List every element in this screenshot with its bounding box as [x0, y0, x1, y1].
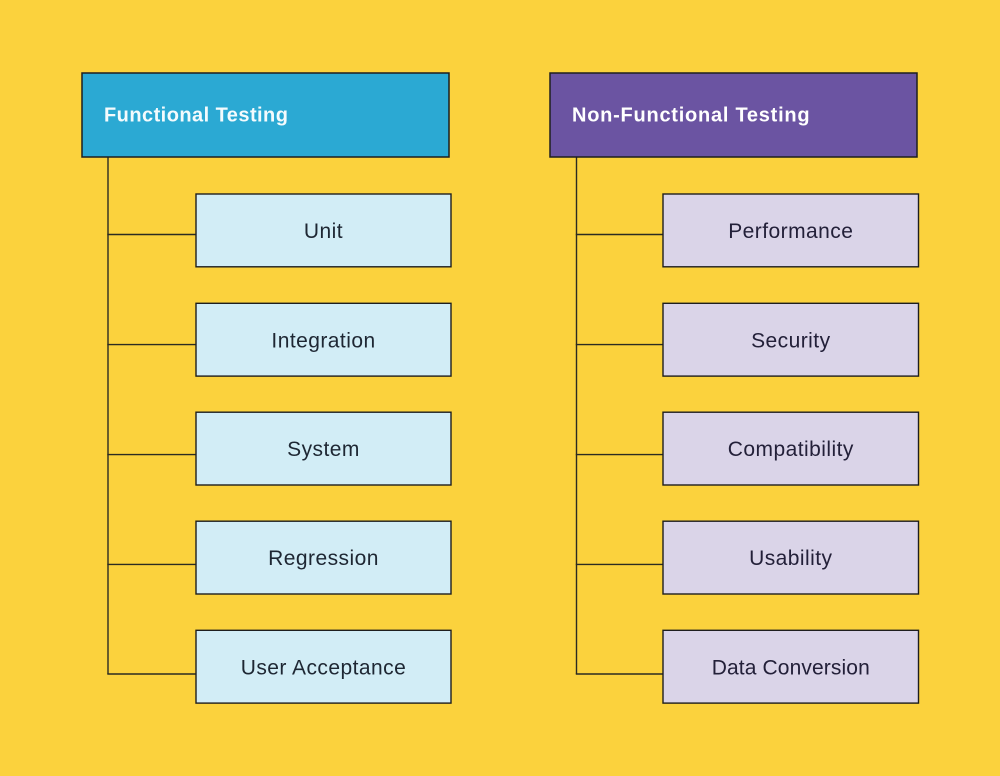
- svg-text:Security: Security: [751, 329, 831, 352]
- svg-text:Data Conversion: Data Conversion: [712, 656, 870, 679]
- svg-text:Functional Testing: Functional Testing: [104, 105, 288, 127]
- svg-text:System: System: [287, 438, 360, 461]
- svg-text:Performance: Performance: [728, 220, 853, 243]
- svg-text:Usability: Usability: [749, 547, 832, 570]
- svg-text:Unit: Unit: [304, 220, 343, 243]
- svg-text:Integration: Integration: [271, 329, 375, 352]
- svg-text:Regression: Regression: [268, 547, 379, 570]
- svg-text:User Acceptance: User Acceptance: [241, 656, 407, 679]
- svg-text:Non-Functional Testing: Non-Functional Testing: [572, 105, 810, 127]
- svg-text:Compatibility: Compatibility: [728, 438, 854, 461]
